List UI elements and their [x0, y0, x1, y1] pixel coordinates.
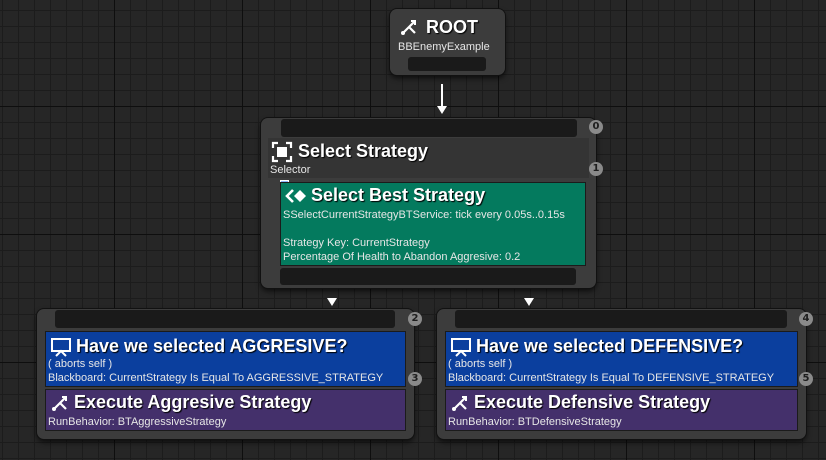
selector-input-pin[interactable] — [281, 119, 577, 137]
aggressive-decorator-condition: Blackboard: CurrentStrategy Is Equal To … — [48, 372, 384, 384]
aggressive-decorator-title: Have we selected AGGRESIVE? — [76, 336, 348, 356]
root-output-pin[interactable] — [408, 57, 486, 71]
service-title: Select Best Strategy — [311, 185, 486, 205]
aggressive-task[interactable]: Execute Aggresive Strategy RunBehavior: … — [45, 389, 406, 431]
defensive-task-title: Execute Defensive Strategy — [474, 392, 711, 412]
decorator-icon — [450, 337, 472, 362]
defensive-index-badge: 4 — [799, 312, 813, 326]
aggressive-task-subtitle: RunBehavior: BTAggressiveStrategy — [48, 416, 227, 428]
aggressive-decorator[interactable]: Have we selected AGGRESIVE? ( aborts sel… — [45, 331, 406, 387]
run-behavior-icon — [451, 394, 469, 417]
service-line2: Strategy Key: CurrentStrategy — [283, 237, 430, 249]
root-title: ROOT — [426, 17, 478, 37]
selector-service-index-badge: 1 — [589, 162, 603, 176]
aggressive-input-pin[interactable] — [55, 310, 395, 328]
defensive-decorator[interactable]: Have we selected DEFENSIVE? ( aborts sel… — [445, 331, 798, 387]
defensive-input-pin[interactable] — [455, 310, 787, 328]
root-icon — [400, 18, 418, 41]
service-icon — [285, 188, 307, 209]
selector-index-badge: 0 — [589, 120, 603, 134]
defensive-node[interactable]: Have we selected DEFENSIVE? ( aborts sel… — [437, 309, 806, 439]
selector-node[interactable]: Select Strategy Selector Select Best Str… — [261, 118, 596, 288]
decorator-icon — [50, 337, 72, 362]
defensive-task[interactable]: Execute Defensive Strategy RunBehavior: … — [445, 389, 798, 431]
defensive-decorator-title: Have we selected DEFENSIVE? — [476, 336, 744, 356]
selector-title: Select Strategy — [298, 141, 429, 161]
aggressive-decorator-aborts: ( aborts self ) — [48, 358, 113, 370]
root-node[interactable]: ROOT BBEnemyExample — [390, 9, 505, 75]
service-line3: Percentage Of Health to Abandon Aggresiv… — [283, 251, 521, 263]
selector-header[interactable]: Select Strategy Selector — [268, 138, 589, 178]
service-line1: SSelectCurrentStrategyBTService: tick ev… — [283, 209, 565, 221]
root-subtitle: BBEnemyExample — [398, 41, 490, 53]
service-block[interactable]: Select Best Strategy SSelectCurrentStrat… — [280, 182, 586, 266]
defensive-task-subtitle: RunBehavior: BTDefensiveStrategy — [448, 416, 622, 428]
selector-output-pin[interactable] — [280, 268, 576, 285]
run-behavior-icon — [51, 394, 69, 417]
aggressive-index-badge: 2 — [408, 312, 422, 326]
aggressive-task-title: Execute Aggresive Strategy — [74, 392, 312, 412]
defensive-decorator-aborts: ( aborts self ) — [448, 358, 513, 370]
aggressive-decorator-index-badge: 3 — [408, 372, 422, 386]
aggressive-node[interactable]: Have we selected AGGRESIVE? ( aborts sel… — [37, 309, 414, 439]
selector-subtitle: Selector — [270, 164, 311, 176]
defensive-decorator-index-badge: 5 — [799, 372, 813, 386]
selector-icon — [271, 141, 293, 168]
defensive-decorator-condition: Blackboard: CurrentStrategy Is Equal To … — [448, 372, 775, 384]
